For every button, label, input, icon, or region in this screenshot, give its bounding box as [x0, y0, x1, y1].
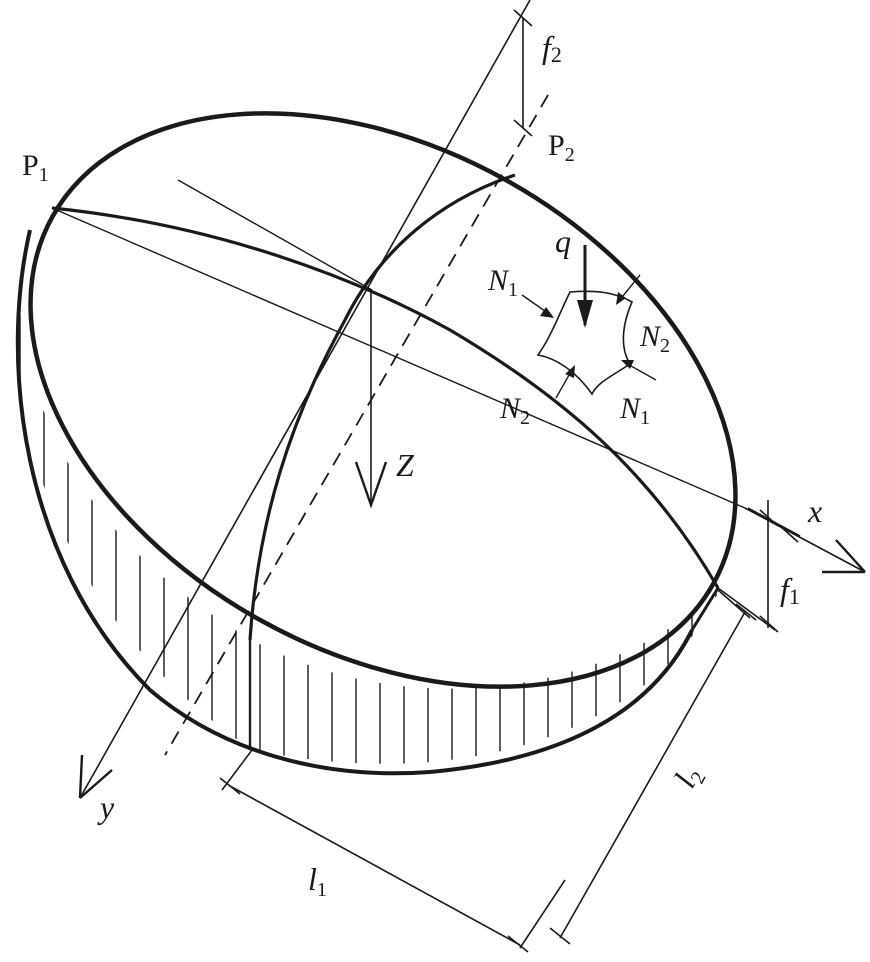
y-axis-line [79, 0, 531, 799]
side-right-edge [690, 587, 720, 631]
label-l2: l2 [666, 760, 710, 795]
label-l1: l1 [308, 861, 327, 901]
label-f1: f1 [780, 571, 800, 609]
f2-dimension [513, 9, 533, 137]
x-axis-arrowhead [822, 539, 866, 574]
arch-x [51, 206, 720, 589]
l2-dimension [549, 589, 757, 945]
n1-right-arrowhead [621, 360, 634, 369]
n1-left-arrowhead [540, 307, 554, 318]
label-x-axis: x [807, 493, 822, 529]
z-axis-arrowhead [354, 461, 388, 509]
y-axis-arrowhead [78, 754, 113, 799]
label-n2-bottom: N2 [499, 392, 530, 429]
dashed-guide [164, 94, 549, 756]
diagonal-p1-right [51, 207, 746, 509]
label-z-axis: Z [396, 447, 415, 483]
label-p1: P1 [22, 149, 49, 186]
l1-dimension [219, 749, 566, 953]
x-axis-line [744, 507, 866, 573]
label-y-axis: y [97, 789, 115, 825]
f1-dimension [717, 500, 801, 633]
label-n2-right: N2 [639, 320, 670, 357]
n2-top-arrowhead [616, 292, 626, 305]
shell-element [536, 290, 634, 396]
guide-line-nw [177, 179, 373, 291]
top-rim-ellipse [28, 111, 738, 689]
label-p2: P2 [548, 129, 575, 166]
arch-y [248, 173, 516, 641]
label-f2: f2 [542, 29, 562, 67]
side-outer-edge [15, 229, 694, 776]
q-load-arrowhead [577, 300, 593, 328]
label-n1-right: N1 [619, 392, 650, 429]
label-q: q [555, 223, 571, 259]
n2-bottom-arrowhead [565, 365, 575, 378]
label-n1-left: N1 [487, 264, 518, 301]
